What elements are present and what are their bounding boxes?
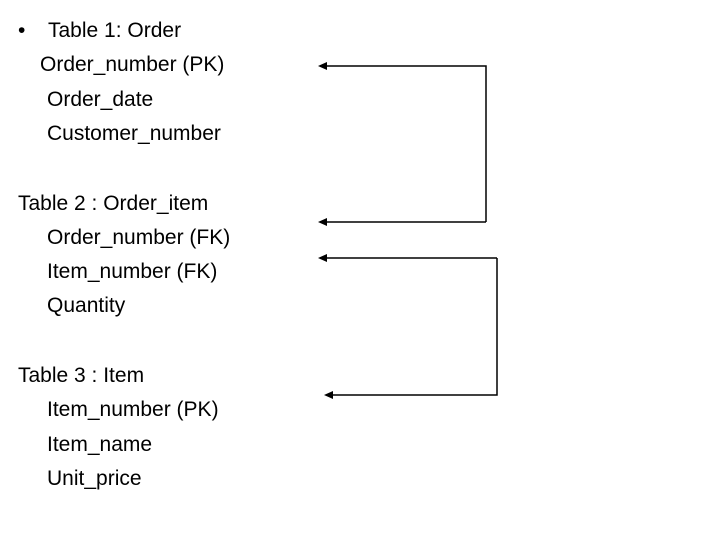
field-item-name: Item_name [47,433,153,456]
field-unit-price: Unit_price [47,467,142,490]
field-order-date: Order_date [47,88,154,111]
field-item-number-pk: Item_number (PK) [47,398,219,421]
field-order-number-pk: Order_number (PK) [40,53,225,76]
field-order-number-fk: Order_number (FK) [47,226,231,249]
connector-order-number [318,62,487,226]
field-customer-number: Customer_number [47,122,221,145]
table-title: Table 2 : Order_item [18,192,209,215]
bullet-marker: • [18,19,26,42]
arrowhead-icon [324,391,333,399]
field-quantity: Quantity [47,294,126,317]
arrowhead-icon [318,254,327,262]
connector-item-number [318,254,498,399]
table-title: Table 1: Order [48,19,182,42]
table-title: Table 3 : Item [18,364,145,387]
field-item-number-fk: Item_number (FK) [47,260,218,283]
arrowhead-icon [318,218,327,226]
arrowhead-icon [318,62,327,70]
